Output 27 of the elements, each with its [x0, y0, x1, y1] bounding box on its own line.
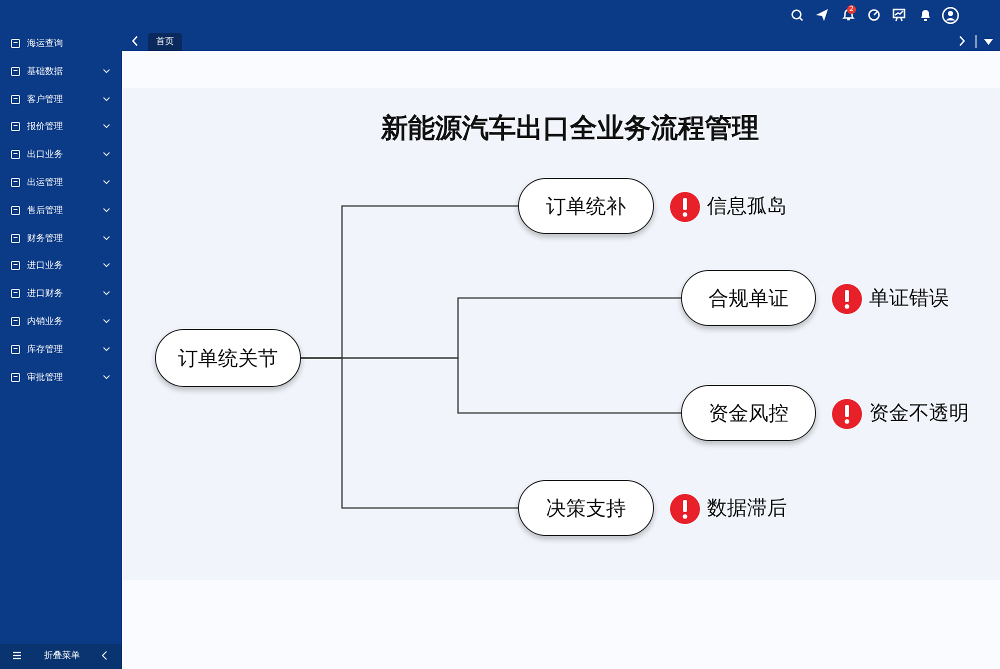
topic-pill: [155, 329, 301, 387]
warning-text: 资金不透明: [869, 400, 969, 426]
menu-item: 财务管理: [27, 232, 63, 245]
menu-item: 海运查询: [27, 38, 63, 50]
topic-label: 订单统补: [546, 192, 626, 220]
warning-text: 数据滞后: [707, 494, 787, 522]
menu-item: 出运管理: [27, 177, 63, 189]
warning-text: 单证错误: [869, 284, 949, 312]
menu-item: 进口业务: [27, 260, 63, 272]
connector-line: [301, 357, 518, 509]
menu-item: 库存管理: [27, 344, 63, 356]
menu-item: 报价管理: [27, 121, 63, 134]
menu-item: 售后管理: [27, 204, 63, 217]
diagram-title: 新能源汽车出口全业务流程管理: [380, 112, 760, 146]
menu-item: 内销业务: [27, 316, 63, 328]
topic-label: 决策支持: [546, 494, 626, 522]
menu-item: 客户管理: [27, 94, 63, 106]
topic-label: 订单统关节: [178, 344, 278, 372]
menu-item: 出口业务: [27, 149, 63, 162]
home-tab: 首页: [148, 33, 182, 51]
menu-item: 审批管理: [27, 372, 63, 384]
menu-item: 进口财务: [27, 288, 63, 300]
topic-label: 资金风控: [708, 400, 788, 426]
topic-label: 合规单证: [708, 284, 788, 312]
warning-text: 信息孤岛: [707, 192, 787, 220]
collapse-menu-label: 折叠菜单: [44, 650, 80, 662]
menu-item: 基础数据: [27, 66, 63, 78]
